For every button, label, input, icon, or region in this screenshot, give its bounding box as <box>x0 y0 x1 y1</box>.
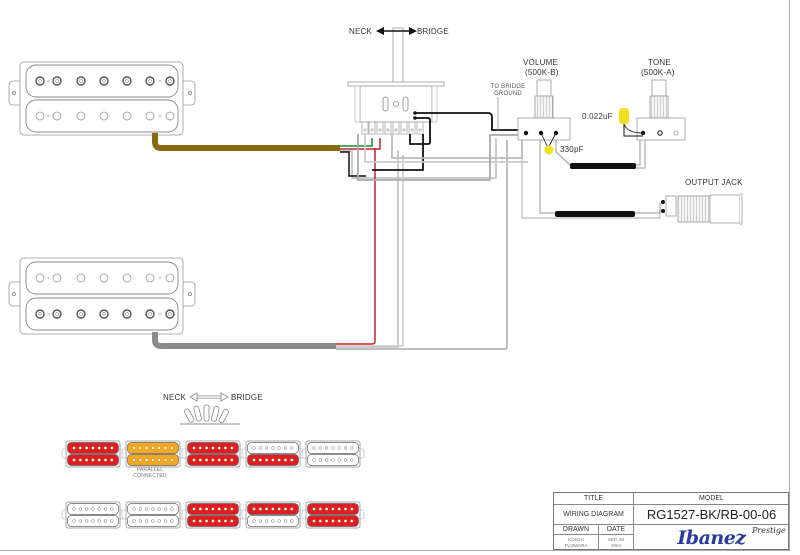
switch-neck-label: NECK <box>349 27 373 36</box>
model-value: RG1527-BK/RB-00-06 <box>634 505 789 525</box>
drawn-header: DRAWN <box>554 525 599 535</box>
pole-piece <box>76 111 86 121</box>
bridge-pickup-cable <box>152 332 336 349</box>
parallel-note: PARALLEL CONNECTED <box>128 467 172 479</box>
switch-lug <box>368 121 376 135</box>
switch-lug <box>400 121 408 135</box>
volume-pot <box>517 79 571 155</box>
bridge-ground-line2: GROUND <box>494 91 522 97</box>
pole-piece <box>35 273 45 283</box>
legend-pickup-position-4 <box>241 440 305 468</box>
switch-direction-arrow <box>376 27 417 35</box>
switch-wiring <box>357 112 528 181</box>
date-value-line1: SEP. 28 <box>608 537 624 542</box>
pole-piece <box>35 111 45 121</box>
parallel-note-line1: PARALLEL <box>136 467 164 473</box>
pole-piece <box>99 273 109 283</box>
tone-title: TONE <box>648 58 671 67</box>
pole-piece <box>145 111 155 121</box>
date-value-line2: 2004 <box>610 542 621 548</box>
output-wiring <box>521 140 661 219</box>
bridge-ground-label: TO BRIDGE GROUND <box>488 84 528 98</box>
legend-bridge-label: BRIDGE <box>231 393 263 402</box>
neck-pickup-cable <box>152 133 340 151</box>
legend-pickup-position-2 <box>121 501 185 529</box>
switch-lug <box>408 121 416 135</box>
blade-selector-icon <box>180 404 240 425</box>
pole-piece <box>52 273 62 283</box>
legend-pickup-position-3 <box>181 501 245 529</box>
pole-piece <box>165 273 175 283</box>
tone-value: (500K-A) <box>641 68 675 77</box>
tone-pot <box>619 79 686 141</box>
switch-lug <box>416 121 424 135</box>
pole-piece <box>52 111 62 121</box>
switch-lug <box>392 121 400 135</box>
drawn-value: KOICHI FUJIWARA <box>554 535 599 550</box>
drawn-value-line1: KOICHI <box>568 537 584 542</box>
switch-lug <box>361 121 369 135</box>
tone-cap-label: 0.022uF <box>582 112 613 121</box>
title-header: TITLE <box>554 493 634 505</box>
legend-pickup-position-1 <box>61 440 125 468</box>
title-value: WIRING DIAGRAM <box>554 505 634 525</box>
pole-piece <box>122 273 132 283</box>
bridge-leads <box>336 140 508 350</box>
brand-logo: Ibanez Prestige <box>634 525 789 550</box>
parallel-note-line2: CONNECTED <box>133 473 167 479</box>
legend-neck-label: NECK <box>163 393 187 402</box>
legend-pickup-position-5 <box>301 440 365 468</box>
neck-pickup <box>8 61 196 136</box>
legend-direction-arrow <box>189 392 229 402</box>
bridge-ground-line1: TO BRIDGE <box>490 84 526 90</box>
model-header: MODEL <box>634 493 789 505</box>
output-jack-label: OUTPUT JACK <box>685 178 743 187</box>
title-block: TITLE MODEL WIRING DIAGRAM RG1527-BK/RB-… <box>553 492 789 550</box>
output-jack <box>661 193 743 225</box>
shielded-cable-jack <box>555 211 635 217</box>
pole-piece <box>76 273 86 283</box>
pole-piece <box>145 273 155 283</box>
pole-piece <box>99 111 109 121</box>
prestige-script: Prestige <box>752 526 786 535</box>
five-way-switch <box>347 27 445 135</box>
pole-piece <box>122 111 132 121</box>
treble-bleed-cap <box>544 145 554 155</box>
tone-cap <box>619 108 629 124</box>
drawn-value-line2: FUJIWARA <box>564 542 588 548</box>
volume-title: VOLUME <box>523 58 558 67</box>
date-header: DATE <box>599 525 634 535</box>
legend-pickup-position-2 <box>121 440 185 468</box>
bridge-pickup <box>8 257 196 335</box>
legend-pickup-position-4 <box>241 501 305 529</box>
date-value: SEP. 28 2004 <box>599 535 634 550</box>
volume-value: (500K-B) <box>525 68 559 77</box>
switch-position-legend <box>61 440 365 529</box>
legend-pickup-position-1 <box>61 501 125 529</box>
switch-lug <box>384 121 392 135</box>
ibanez-logo: Ibanez <box>677 526 746 549</box>
legend-pickup-position-3 <box>181 440 245 468</box>
switch-lug <box>376 121 384 135</box>
pole-piece <box>165 111 175 121</box>
legend-pickup-position-5 <box>301 501 365 529</box>
treble-bleed-label: 330pF <box>560 145 584 154</box>
switch-bridge-label: BRIDGE <box>417 27 449 36</box>
shielded-cable-tone <box>570 163 636 169</box>
